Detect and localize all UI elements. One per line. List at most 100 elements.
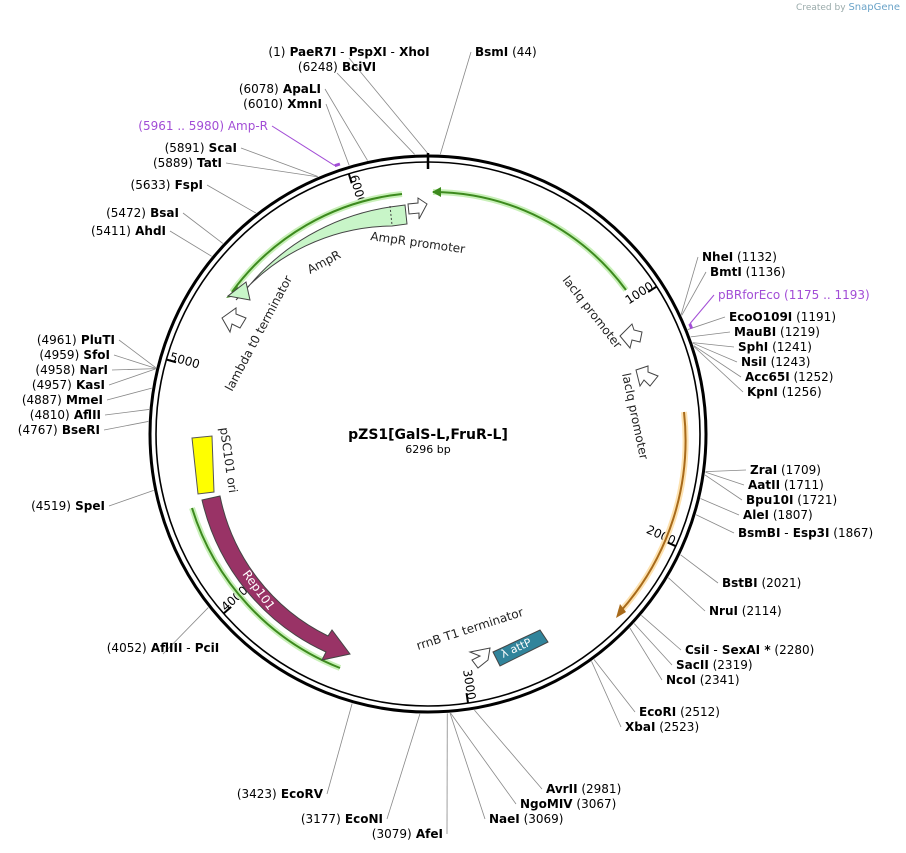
site-label-4957[interactable]: (4957) KasI <box>32 378 105 392</box>
site-label-6248[interactable]: (6248) BciVI <box>298 60 376 74</box>
site-label-1219[interactable]: MauBI (1219) <box>734 325 820 339</box>
site-label-3069[interactable]: NaeI (3069) <box>489 812 563 826</box>
rrnb-t1-terminator-arrow[interactable] <box>468 647 491 669</box>
site-label-part: BseRI <box>58 423 100 437</box>
site-label-part: (1) <box>268 45 285 59</box>
lambda-t0-terminator-arrow[interactable] <box>221 307 247 334</box>
leader-line-3423 <box>326 703 353 795</box>
site-label-part: (6248) <box>298 60 338 74</box>
site-label-1191[interactable]: EcoO109I (1191) <box>729 310 836 324</box>
site-label-3423[interactable]: (3423) EcoRV <box>237 787 324 801</box>
site-label-part: MauBI <box>734 325 776 339</box>
site-label-3079[interactable]: (3079) AfeI <box>372 827 443 841</box>
leader-line-4052 <box>162 607 209 655</box>
site-label-5633[interactable]: (5633) FspI <box>131 178 203 192</box>
rep101-feature[interactable] <box>201 495 351 661</box>
site-label-part: ScaI <box>205 141 238 155</box>
site-label-1867[interactable]: BsmBI - Esp3I (1867) <box>738 526 873 540</box>
site-label-2981[interactable]: AvrII (2981) <box>546 782 621 796</box>
site-label-part: (2114) <box>738 604 782 618</box>
site-label-1807[interactable]: AleI (1807) <box>743 508 813 522</box>
laciq-promoter-arrow-1[interactable] <box>619 323 643 350</box>
site-label-2341[interactable]: NcoI (2341) <box>666 673 740 687</box>
primer-mark-pBRforEco[interactable] <box>688 323 694 330</box>
site-label-1709[interactable]: ZraI (1709) <box>750 463 821 477</box>
snapgene-branding: Created by SnapGene <box>796 2 900 13</box>
site-label-1252[interactable]: Acc65I (1252) <box>745 370 833 384</box>
site-label-part: (4958) <box>35 363 75 377</box>
ampr-promoter-arrow[interactable] <box>407 197 428 220</box>
site-label-part: (4767) <box>18 423 58 437</box>
site-label-part: (1191) <box>792 310 836 324</box>
site-label-1[interactable]: (1) PaeR7I - PspXI - XhoI <box>268 45 429 59</box>
primer-labels: (5961 .. 5980) Amp-R pBRforEco (1175 .. 1… <box>138 119 869 302</box>
site-label-2280[interactable]: CsiI - SexAI * (2280) <box>685 643 814 657</box>
ampr-feature[interactable] <box>235 204 408 301</box>
site-label-5891[interactable]: (5891) ScaI <box>165 141 237 155</box>
site-label-part: (1241) <box>768 340 812 354</box>
site-label-part: (4957) <box>32 378 72 392</box>
site-label-4961[interactable]: (4961) PluTI <box>37 333 115 347</box>
site-label-4887[interactable]: (4887) MmeI <box>22 393 103 407</box>
leader-line-1252 <box>693 345 742 378</box>
site-label-3067[interactable]: NgoMIV (3067) <box>520 797 616 811</box>
site-label-part: EcoNI <box>341 812 383 826</box>
site-label-part: PluTI <box>77 333 115 347</box>
primer-leader-Amp-R <box>271 125 336 167</box>
ampr-arrowhead <box>226 281 251 301</box>
site-label-4959[interactable]: (4959) SfoI <box>39 348 110 362</box>
psc101-ori-feature[interactable] <box>191 435 215 495</box>
site-label-part: XbaI <box>625 720 655 734</box>
site-label-part: BsmBI <box>738 526 780 540</box>
site-label-part: TatI <box>193 156 222 170</box>
site-label-5472[interactable]: (5472) BsaI <box>106 206 179 220</box>
site-label-6078[interactable]: (6078) ApaLI <box>239 82 321 96</box>
primer-mark-Amp-R[interactable] <box>334 162 341 168</box>
site-label-5889[interactable]: (5889) TatI <box>153 156 222 170</box>
site-label-part: AhdI <box>131 224 166 238</box>
site-label-2114[interactable]: NruI (2114) <box>709 604 782 618</box>
tick-label-1000: 1000 <box>623 279 656 307</box>
site-label-4958[interactable]: (4958) NarI <box>35 363 108 377</box>
site-label-part: Acc65I <box>745 370 790 384</box>
tick-label-5000: 5000 <box>168 350 201 372</box>
site-label-part: ZraI <box>750 463 777 477</box>
site-label-part: NruI <box>709 604 738 618</box>
site-label-2512[interactable]: EcoRI (2512) <box>639 705 720 719</box>
restriction-site-labels: (1) PaeR7I - PspXI - XhoI(6248) BciVI Bsm… <box>18 45 873 841</box>
site-label-1241[interactable]: SphI (1241) <box>738 340 812 354</box>
ampr-promoter-label: AmpR promoter <box>370 229 466 256</box>
primer-label-part: pBRforEco <box>718 288 780 302</box>
site-label-3177[interactable]: (3177) EcoNI <box>301 812 383 826</box>
site-label-1711[interactable]: AatII (1711) <box>748 478 824 492</box>
site-label-1243[interactable]: NsiI (1243) <box>741 355 810 369</box>
site-label-part: (5891) <box>165 141 205 155</box>
site-label-4810[interactable]: (4810) AflII <box>30 408 101 422</box>
site-label-1136[interactable]: BmtI (1136) <box>710 265 786 279</box>
site-label-part: Esp3I <box>789 526 830 540</box>
site-label-5411[interactable]: (5411) AhdI <box>91 224 166 238</box>
laciq-promoter-arrow-2[interactable] <box>635 365 659 388</box>
site-label-2319[interactable]: SacII (2319) <box>676 658 753 672</box>
site-label-part: (1243) <box>767 355 811 369</box>
site-label-part: SexAI * <box>718 643 772 657</box>
primer-label-Amp-R[interactable]: (5961 .. 5980) Amp-R <box>138 119 268 133</box>
site-label-6010[interactable]: (6010) XmnI <box>243 97 322 111</box>
site-label-4519[interactable]: (4519) SpeI <box>31 499 105 513</box>
site-label-2021[interactable]: BstBI (2021) <box>722 576 801 590</box>
site-label-1256[interactable]: KpnI (1256) <box>747 385 822 399</box>
site-label-1132[interactable]: NheI (1132) <box>702 250 777 264</box>
attp-feature[interactable] <box>492 629 549 667</box>
site-label-44[interactable]: BsmI (44) <box>475 45 537 59</box>
site-label-2523[interactable]: XbaI (2523) <box>625 720 699 734</box>
site-label-4767[interactable]: (4767) BseRI <box>18 423 100 437</box>
site-label-part: (2523) <box>655 720 699 734</box>
primer-label-pBRforEco[interactable]: pBRforEco (1175 .. 1193) <box>718 288 870 302</box>
site-label-part: - <box>710 643 718 657</box>
site-label-4052[interactable]: (4052) AflIII - PciI <box>107 641 220 655</box>
site-label-1721[interactable]: Bpu10I (1721) <box>746 493 837 507</box>
site-label-part: (5411) <box>91 224 131 238</box>
site-label-part: (1252) <box>790 370 834 384</box>
site-label-part: XhoI <box>395 45 430 59</box>
